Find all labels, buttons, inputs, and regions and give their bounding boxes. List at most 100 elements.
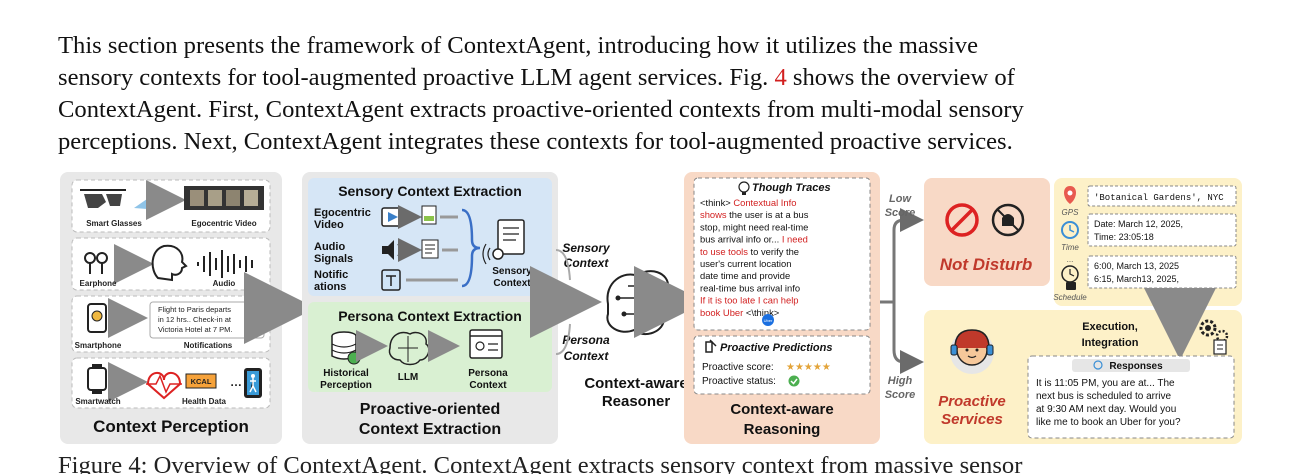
proactive-score-label: Proactive score: [702, 362, 774, 373]
time-value: Date: March 12, 2025, [1094, 219, 1183, 229]
proactive-score-stars: ★★★★★ [786, 362, 831, 373]
proactive-services-label: Proactive [938, 393, 1006, 410]
time-value: Time: 23:05:18 [1094, 232, 1154, 242]
input-label: Video [314, 219, 344, 231]
persona-extraction-title: Persona Context Extraction [338, 308, 522, 324]
gps-value: 'Botanical Gardens', NYC [1094, 193, 1224, 203]
trace-line: shows the user is at a bus [700, 209, 809, 220]
reasoner-label: Context-aware [584, 375, 687, 392]
sensory-output-label: Context [493, 278, 531, 289]
trace-line: user's current location [700, 258, 791, 269]
predictions-box [693, 335, 871, 395]
paragraph-line: ContextAgent. First, ContextAgent extrac… [58, 96, 1024, 123]
gps-icon [1064, 186, 1076, 204]
device-label-smartwatch: Smartwatch [75, 397, 120, 406]
notification-line: in 12 hrs.. Check-in at [158, 315, 232, 324]
input-label: ations [314, 281, 346, 293]
low-score-label: Score [885, 207, 916, 219]
schedule-value: 6:15, March13, 2025, [1094, 274, 1179, 284]
high-score-label: Score [885, 389, 916, 401]
prohibited-icon [945, 203, 979, 237]
execution-label: Integration [1082, 337, 1139, 349]
sensory-extraction-title: Sensory Context Extraction [338, 183, 522, 199]
proactive-services-label: Services [941, 411, 1003, 428]
input-label: Egocentric [314, 207, 371, 219]
sensory-output-label: Sensory [492, 266, 532, 277]
figure-caption: Figure 4: Overview of ContextAgent. Cont… [58, 452, 1023, 474]
response-line: like me to book an Uber for you? [1036, 417, 1181, 428]
sensory-context-icon [482, 219, 525, 265]
responses-box [1027, 355, 1235, 439]
responses-title: Responses [1109, 361, 1163, 372]
not-disturb-label: Not Disturb [940, 255, 1033, 274]
trace-line: to use tools to verify the [700, 246, 799, 257]
device-label-earphone: Earphone [80, 279, 117, 288]
response-line: It is 11:05 PM, you are at... The [1036, 378, 1175, 389]
persona-context-label: Context [564, 349, 610, 363]
execution-label: Execution, [1082, 321, 1138, 333]
gear-icon [1199, 319, 1229, 355]
video-icon [381, 207, 403, 227]
ellipsis: ... [1067, 255, 1074, 264]
framework-figure: Smart Glasses Egocentric Video Earphone … [58, 170, 1248, 448]
sensory-extraction-box [308, 178, 552, 296]
output-label-notifications: Notifications [184, 341, 233, 350]
chat-icon [1093, 360, 1103, 370]
check-icon [788, 375, 800, 387]
persona-output-label: Context [469, 380, 507, 391]
persona-profile-icon [469, 329, 503, 359]
predictions-title: Proactive Predictions [720, 342, 833, 354]
extraction-title-line: Context Extraction [359, 421, 501, 438]
uber-label: Uber [764, 318, 773, 323]
figure-diagram: Smart Glasses Egocentric Video Earphone … [60, 172, 1242, 444]
file-icon [421, 205, 437, 225]
lightbulb-icon [738, 181, 750, 195]
figure-reference-link[interactable]: 4 [774, 64, 787, 91]
earphone-icon [84, 252, 108, 274]
reasoning-label: Reasoning [744, 421, 821, 438]
reasoning-label: Context-aware [730, 401, 833, 418]
ellipsis: … [230, 375, 242, 389]
output-label-health-data: Health Data [182, 397, 227, 406]
trace-line: date time and provide [700, 270, 790, 281]
input-label: Signals [314, 253, 353, 265]
trace-line: If it is too late I can help [700, 295, 799, 306]
clock-icon [1061, 221, 1079, 239]
high-score-label: High [888, 375, 913, 387]
historical-label: Historical [323, 368, 369, 379]
film-strip-icon [184, 186, 264, 210]
device-label-smart-glasses: Smart Glasses [86, 219, 142, 228]
transcript-icon [421, 239, 439, 259]
assistant-avatar-icon [950, 329, 994, 374]
extraction-title-line: Proactive-oriented [360, 401, 500, 418]
ellipsis: ... [1159, 293, 1166, 302]
uber-badge-icon [762, 314, 774, 326]
smartphone-icon [87, 303, 107, 333]
low-score-label: Low [889, 193, 912, 205]
body-paragraph: This section presents the framework of C… [58, 30, 1248, 158]
llm-label: LLM [398, 372, 419, 383]
gps-label: GPS [1062, 208, 1080, 217]
merge-bracket-icon [461, 208, 481, 288]
time-label: Time [1061, 243, 1079, 252]
input-label: Notific [314, 269, 348, 281]
audio-waveform-icon [197, 250, 253, 278]
paragraph-text: sensory contexts for tool-augmented proa… [58, 64, 775, 91]
response-line: at 9:30 AM next day. Would you [1036, 404, 1176, 415]
output-label-audio: Audio [213, 279, 236, 288]
text-document-icon [381, 269, 401, 291]
reasoner-label: Reasoner [602, 393, 671, 410]
trace-line: bus arrival info or... I need [700, 234, 808, 245]
reasoner-brain-icon [606, 270, 677, 336]
kcal-icon [185, 373, 217, 389]
trace-line: <think> Contextual Info [700, 197, 796, 208]
schedule-label: Schedule [1053, 293, 1087, 302]
walking-person-icon [244, 368, 262, 398]
schedule-value: 6:00, March 13, 2025 [1094, 261, 1179, 271]
notification-line: Flight to Paris departs [158, 305, 231, 314]
paragraph-line: perceptions. Next, ContextAgent integrat… [58, 128, 1013, 155]
paragraph-text: shows the overview of [786, 64, 1015, 91]
pencil-icon [705, 339, 717, 353]
paragraph-line: sensory contexts for tool-augmented proa… [58, 62, 1248, 94]
